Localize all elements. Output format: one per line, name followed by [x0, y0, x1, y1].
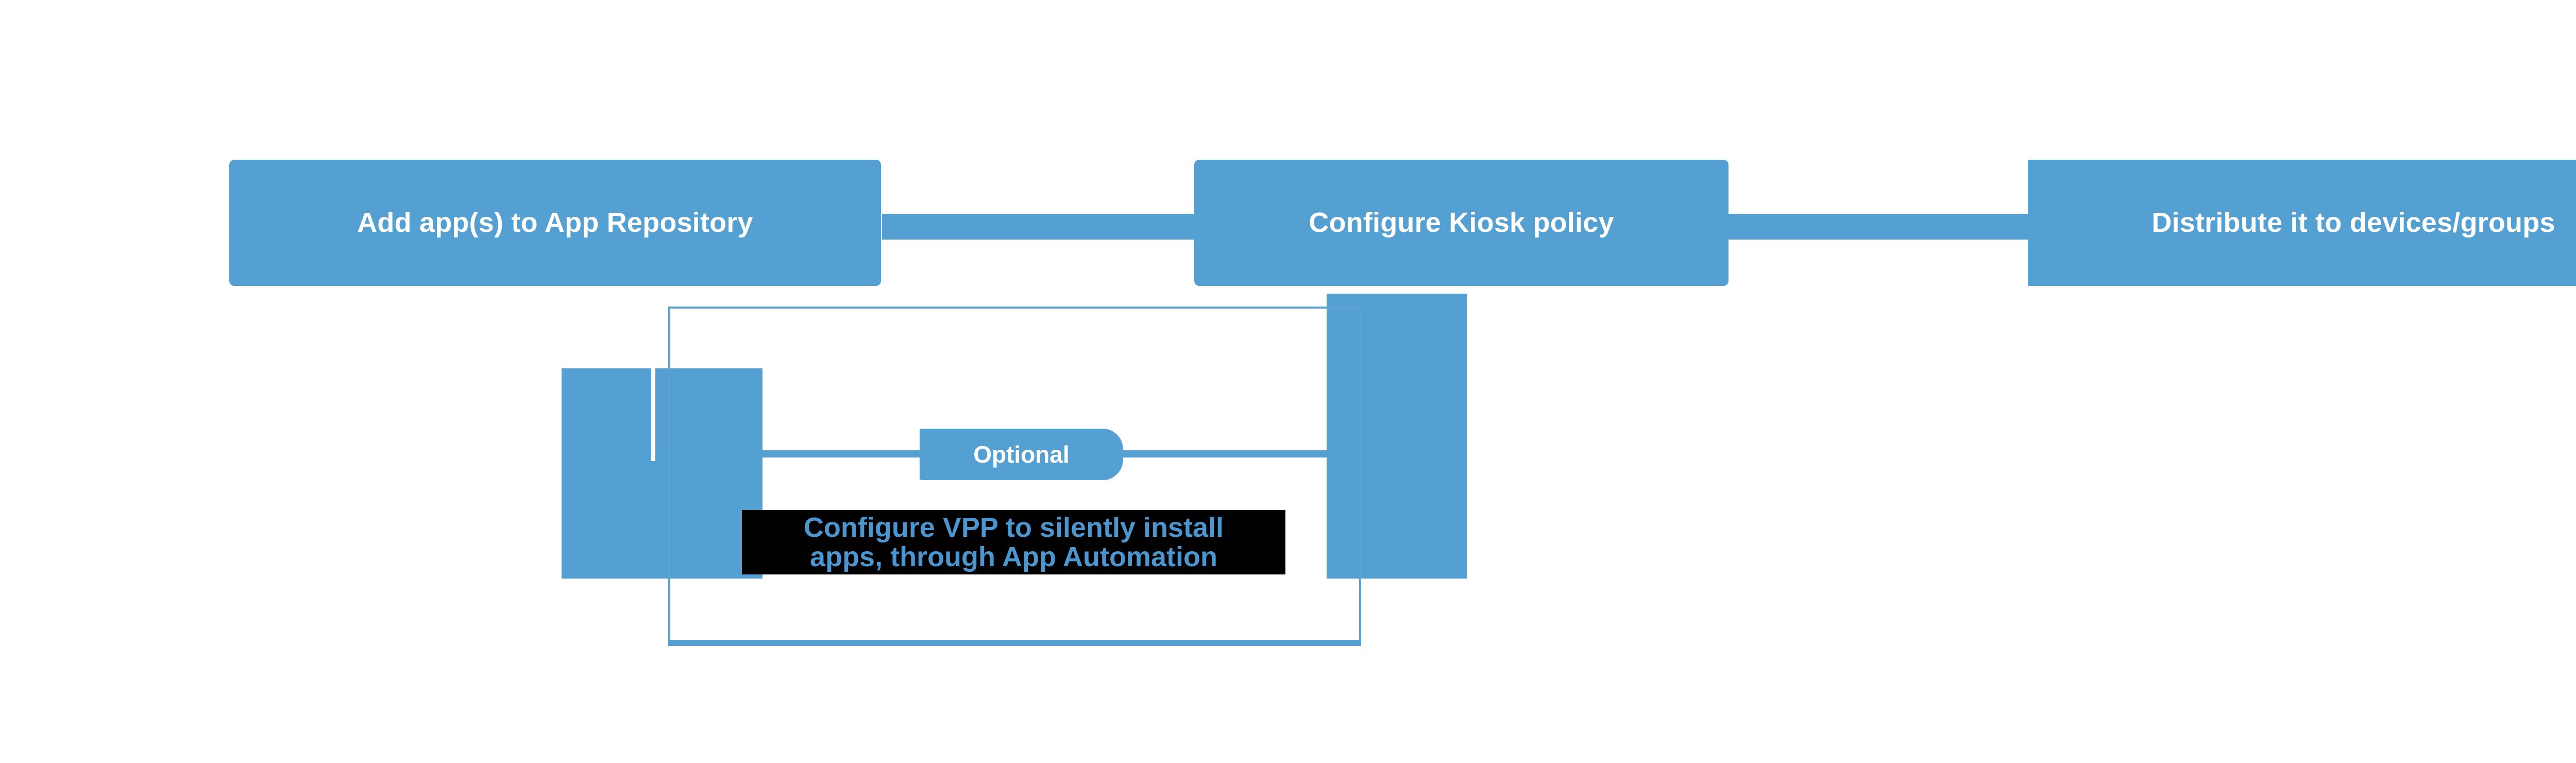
- node-configure-kiosk-policy-label: Configure Kiosk policy: [1309, 207, 1614, 238]
- connector-add-apps-to-configure: [882, 214, 1196, 240]
- node-distribute[interactable]: Distribute it to devices/groups: [2028, 160, 2576, 286]
- connector-branch-left-to-optional: [761, 450, 922, 457]
- optional-badge-label: Optional: [973, 441, 1070, 468]
- node-configure-kiosk-policy[interactable]: Configure Kiosk policy: [1194, 160, 1728, 286]
- connector-optional-to-branch-right: [1117, 450, 1333, 457]
- branch-left-descender-gap: [651, 368, 655, 461]
- connector-add-apps-to-configure-arrow-icon: [1189, 224, 1200, 230]
- branch-left-descender: [562, 368, 762, 579]
- node-distribute-label: Distribute it to devices/groups: [2151, 207, 2555, 238]
- selection-outline-bottom-handle[interactable]: [668, 640, 1361, 646]
- selected-text-block[interactable]: Configure VPP to silently install apps, …: [742, 510, 1285, 574]
- selection-outline[interactable]: [668, 307, 1361, 644]
- connector-configure-to-distribute-arrow-left-icon: [1716, 224, 1729, 230]
- node-add-apps[interactable]: Add app(s) to App Repository: [229, 160, 881, 286]
- connector-configure-to-distribute: [1723, 214, 2032, 240]
- node-add-apps-label: Add app(s) to App Repository: [357, 207, 753, 238]
- connector-configure-to-distribute-arrow-right-icon: [2025, 224, 2038, 230]
- selected-text-label: Configure VPP to silently install apps, …: [803, 512, 1224, 572]
- optional-badge[interactable]: Optional: [920, 429, 1123, 480]
- branch-right-descender: [1327, 294, 1467, 579]
